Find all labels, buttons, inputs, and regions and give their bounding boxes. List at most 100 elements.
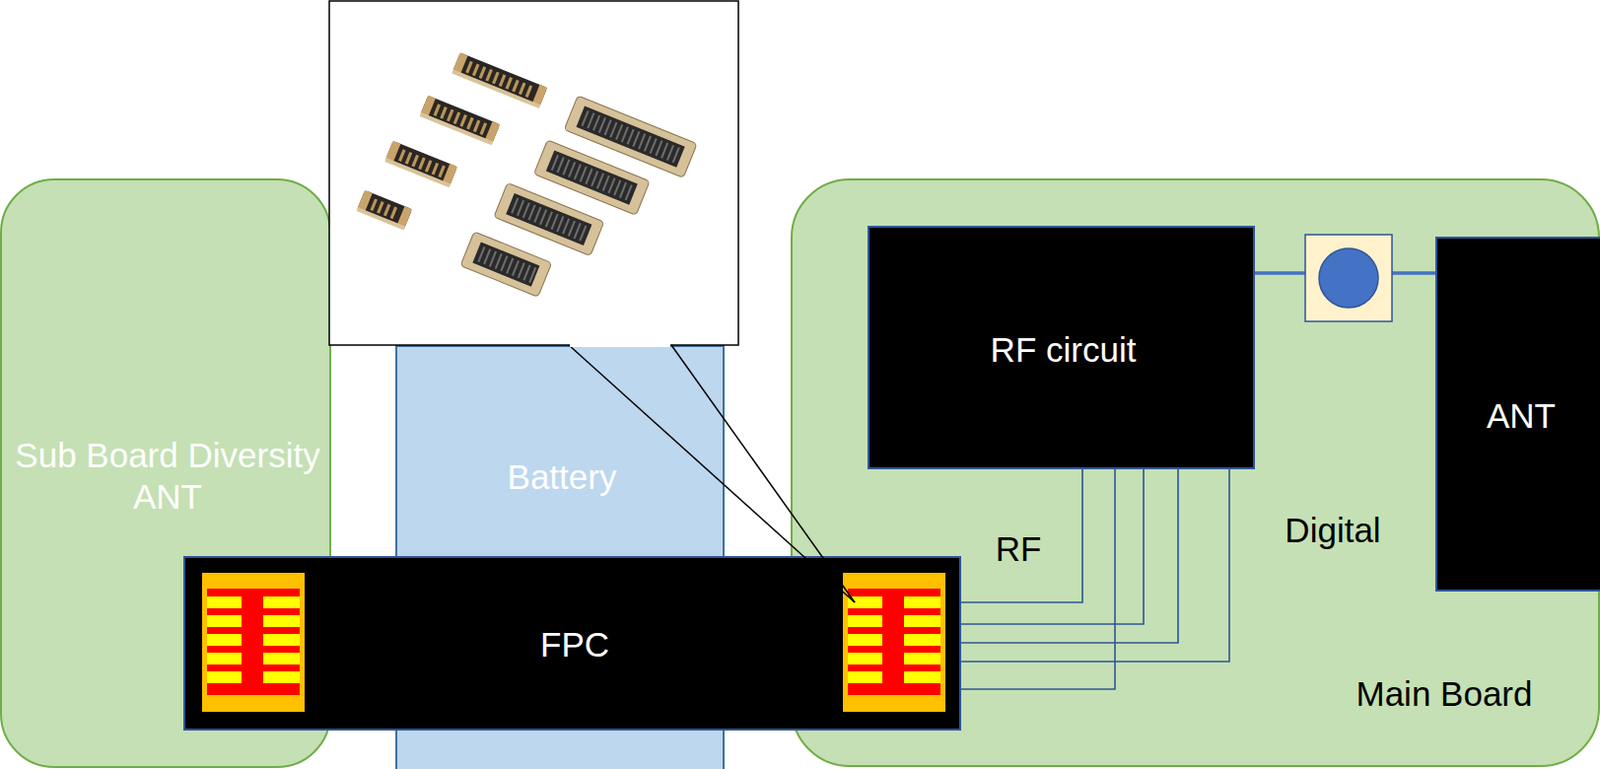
- connector-pad: [263, 671, 300, 684]
- connector-pin: [556, 156, 565, 173]
- component-dot: [1319, 248, 1379, 308]
- board-connector-image: [419, 95, 500, 146]
- connector-cavity: [505, 193, 592, 246]
- connector-pin: [578, 224, 587, 241]
- fpc-connector-image: [460, 231, 553, 297]
- connector-pin: [498, 73, 507, 87]
- connector-housing: [356, 190, 413, 229]
- callout-box: [329, 0, 739, 346]
- connector-pin: [494, 253, 503, 270]
- text-slot: FPC: [476, 624, 674, 666]
- region-label: RF: [995, 528, 1043, 570]
- connector-pad: [263, 652, 300, 665]
- connector-pin: [556, 215, 564, 232]
- connector-base: [356, 207, 407, 230]
- connector-pad: [904, 633, 941, 646]
- connector-pin: [660, 142, 669, 159]
- connector-pad: [207, 633, 242, 646]
- antenna-block: ANT: [1435, 236, 1600, 592]
- connector-pin: [485, 69, 493, 82]
- fpc-connector-symbol: [842, 572, 946, 712]
- connector-pin: [433, 103, 442, 117]
- connector-pin: [424, 159, 433, 173]
- connector-pin: [479, 66, 487, 79]
- connector-pin: [607, 177, 616, 194]
- connector-pin: [369, 198, 378, 211]
- connector-pin: [483, 248, 491, 265]
- connector-pin: [528, 267, 537, 283]
- connector-pin: [626, 129, 635, 145]
- connector-photos: [356, 52, 698, 297]
- connector-pin: [522, 202, 531, 218]
- connector-pin: [592, 115, 601, 132]
- connector-pin: [473, 120, 482, 134]
- connector-pin: [376, 201, 385, 214]
- connector-pin: [431, 162, 440, 176]
- connector-pin: [517, 262, 526, 279]
- connector-pin: [527, 204, 536, 220]
- connector-pad: [847, 615, 883, 627]
- connector-pin: [480, 122, 488, 136]
- connector-pin: [551, 154, 559, 171]
- connector-pin: [567, 161, 576, 178]
- connector-pin: [579, 166, 588, 183]
- connector-pad: [263, 615, 300, 627]
- text-slot: Sub Board Diversity ANT: [9, 434, 326, 518]
- text-slot: RF circuit: [908, 329, 1218, 371]
- connector-shell: [493, 182, 605, 256]
- connector-base: [384, 157, 451, 188]
- connector-pin: [613, 179, 622, 196]
- node-label: Main Board: [1345, 673, 1543, 715]
- connector-pin: [439, 106, 448, 120]
- connector-pin: [516, 200, 525, 216]
- connector-pin: [573, 222, 582, 239]
- connector-pin: [525, 84, 534, 98]
- connector-pin: [390, 207, 399, 220]
- connector-pin: [586, 112, 595, 129]
- connector-pin: [505, 76, 514, 90]
- text-slot: Battery: [404, 456, 720, 498]
- connector-pin: [518, 82, 527, 96]
- connector-pin: [488, 251, 497, 268]
- connector-pin: [533, 207, 542, 223]
- board-connector-image: [451, 52, 548, 109]
- connector-pin: [567, 220, 576, 237]
- connector-pin: [505, 258, 514, 275]
- connector-pin: [604, 119, 613, 136]
- connector-pin: [437, 165, 446, 179]
- connector-pin: [539, 208, 548, 225]
- connector-pad: [263, 596, 300, 609]
- connector-housing: [452, 52, 548, 107]
- fpc-connector-image: [493, 182, 605, 256]
- node-label: FPC: [476, 624, 674, 666]
- connector-pad: [847, 596, 883, 609]
- region-label: Digital: [1284, 509, 1381, 552]
- connector-pin: [561, 159, 570, 176]
- connector-pin: [398, 148, 407, 162]
- connector-pin: [511, 260, 520, 277]
- connector-pad: [207, 615, 242, 627]
- board-connector-image: [384, 140, 458, 188]
- connector-pin: [672, 146, 681, 163]
- connector-shell: [460, 231, 553, 297]
- connector-pin: [609, 122, 618, 139]
- connector-pin: [649, 138, 658, 154]
- connector-pad: [263, 633, 300, 646]
- connector-pin: [466, 117, 475, 131]
- connector-pin: [654, 139, 663, 156]
- connector-pad: [207, 671, 242, 684]
- connector-cavity: [546, 149, 638, 205]
- connector-pin: [472, 64, 481, 77]
- connector-pin: [551, 213, 559, 230]
- connector-pad: [847, 633, 883, 646]
- connector-pin: [446, 109, 455, 123]
- connector-pad: [904, 671, 941, 684]
- connector-pad: [904, 596, 941, 609]
- matching-component: [1305, 234, 1392, 322]
- connector-pin: [631, 131, 640, 147]
- connector-pin: [417, 156, 426, 170]
- node-label: RF circuit: [908, 329, 1218, 371]
